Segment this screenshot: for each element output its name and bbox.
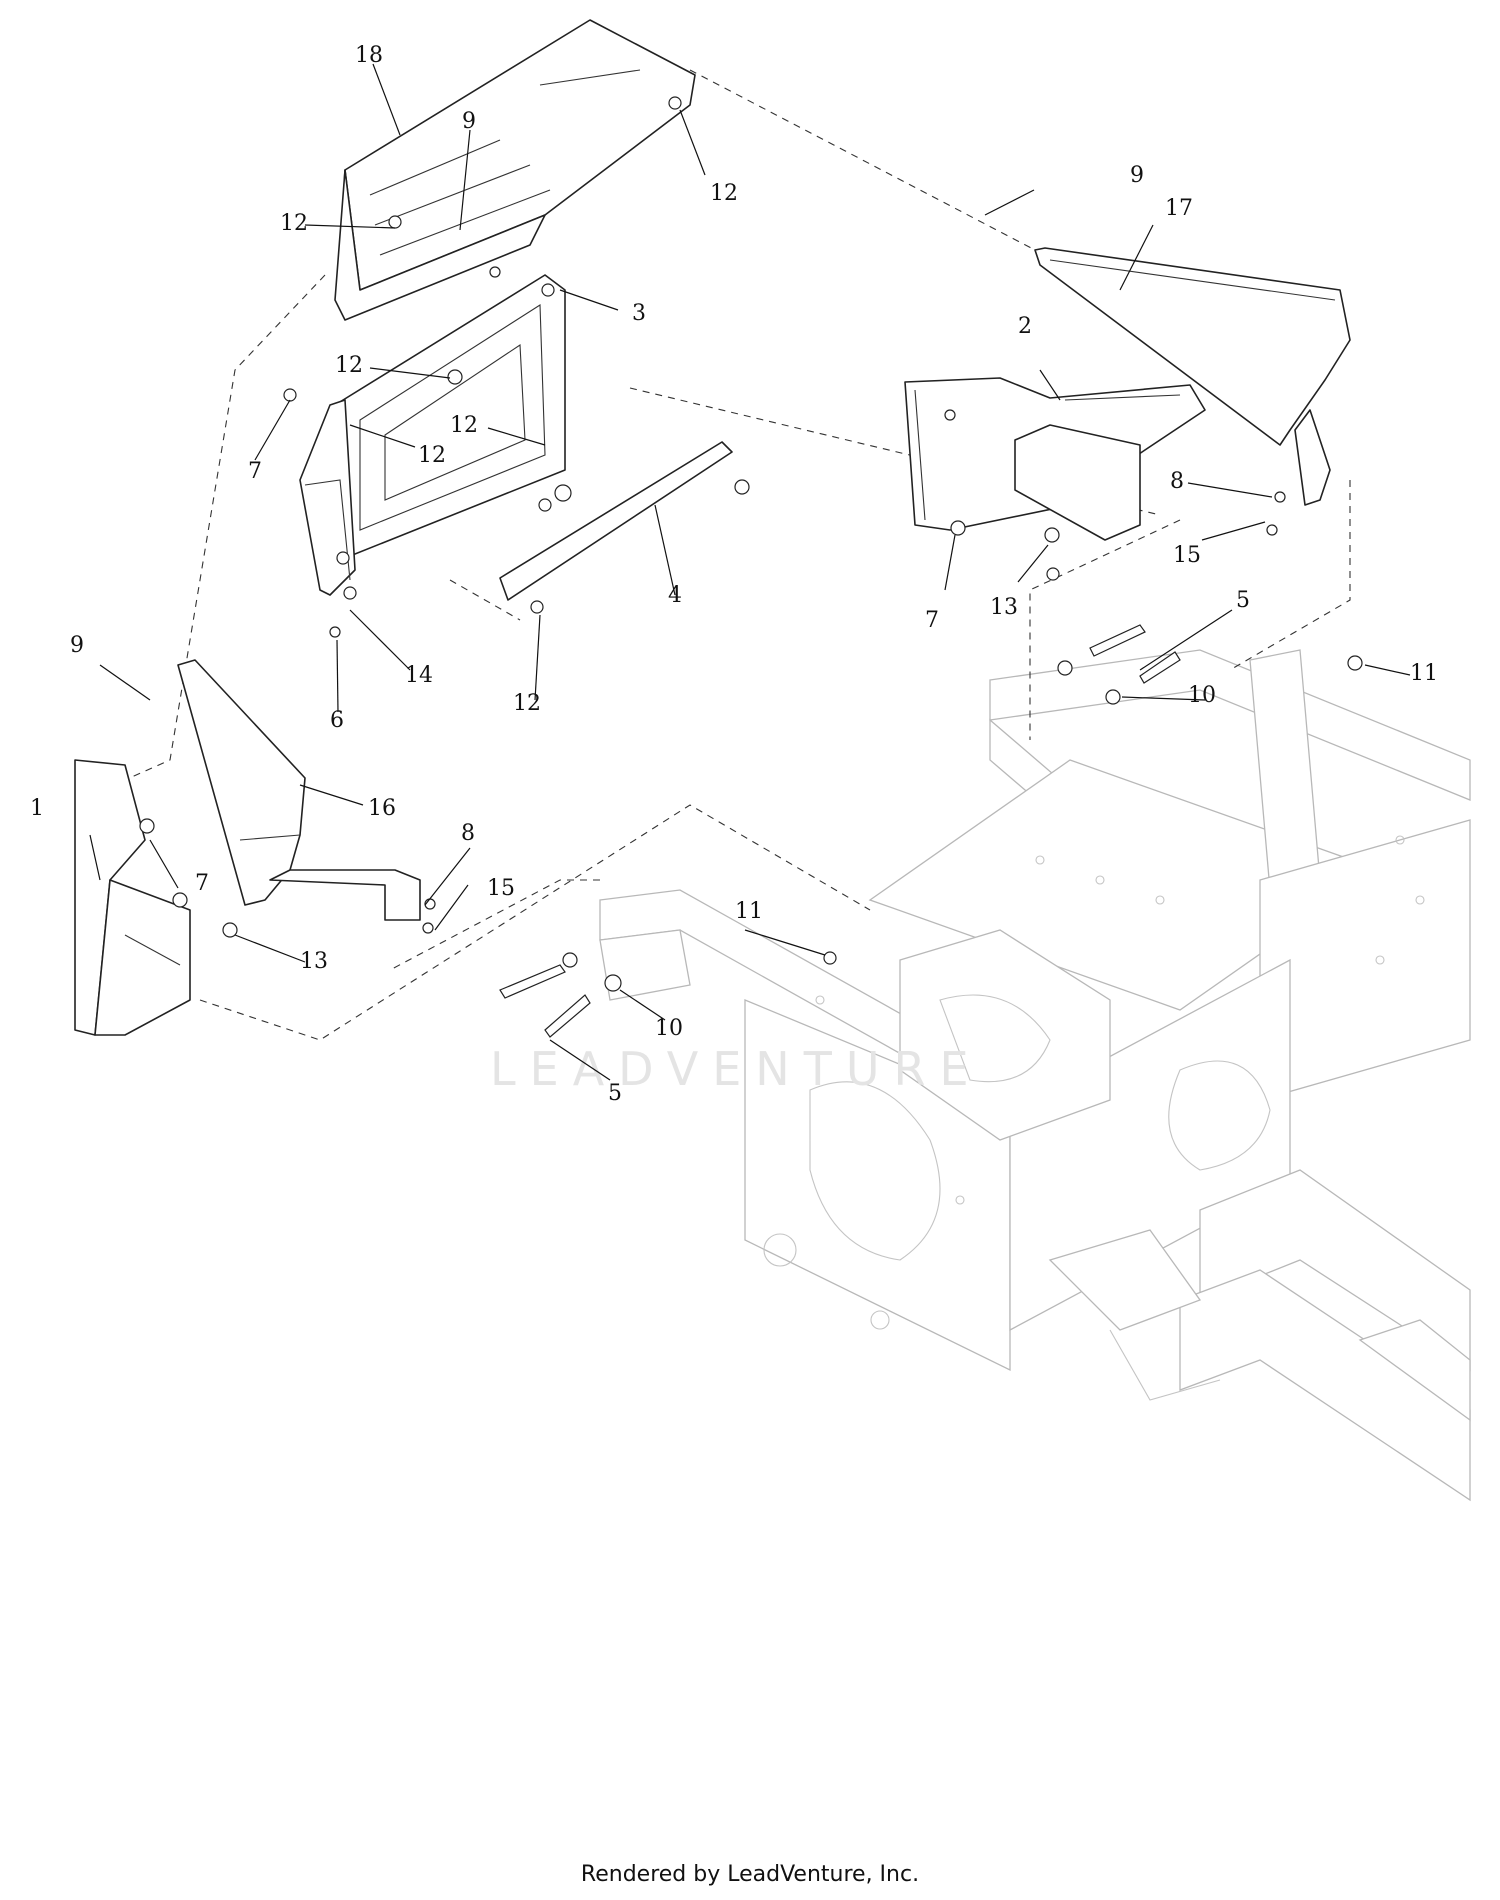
callout-4: 4 <box>668 583 682 608</box>
callout-18: 18 <box>355 43 383 68</box>
callout-9-right: 9 <box>1130 163 1144 188</box>
callout-7-right: 7 <box>925 608 939 633</box>
part-4-strap <box>499 441 750 614</box>
callout-16: 16 <box>368 796 396 821</box>
callout-17: 17 <box>1165 196 1193 221</box>
callout-7-bottom: 7 <box>195 871 209 896</box>
part-17-right-panel <box>1034 247 1351 536</box>
callout-12-top-right: 12 <box>710 181 738 206</box>
part-16-left-panel <box>177 659 436 934</box>
callout-12-bottom: 12 <box>513 691 541 716</box>
callout-6: 6 <box>330 708 344 733</box>
callout-2: 2 <box>1018 314 1032 339</box>
callout-13-left: 13 <box>300 949 328 974</box>
callout-15-right: 15 <box>1173 543 1201 568</box>
footer-credit: Rendered by LeadVenture, Inc. <box>580 1862 920 1887</box>
callout-14: 14 <box>405 663 433 688</box>
callout-12-mid-upper: 12 <box>335 353 363 378</box>
part-3-frame-plate <box>334 266 566 561</box>
part-frame-left-bracket <box>283 388 357 638</box>
callout-1: 1 <box>30 796 44 821</box>
callout-8-right: 8 <box>1170 469 1184 494</box>
callout-9-top: 9 <box>462 109 476 134</box>
part-5-bolts <box>499 624 1363 1038</box>
callout-10-mid: 10 <box>655 1016 683 1041</box>
callout-15-left: 15 <box>487 876 515 901</box>
callout-10-right: 10 <box>1188 683 1216 708</box>
part-1-left-bracket <box>74 759 238 1036</box>
callout-12-mid-left: 12 <box>418 443 446 468</box>
callout-12-top-left: 12 <box>280 211 308 236</box>
callout-11-mid: 11 <box>735 899 763 924</box>
callout-8-left: 8 <box>461 821 475 846</box>
part-18-top-tray <box>334 19 696 321</box>
callout-3: 3 <box>632 301 646 326</box>
callout-5-right: 5 <box>1236 588 1250 613</box>
callout-12-mid-lower: 12 <box>450 413 478 438</box>
callout-11-right: 11 <box>1410 661 1438 686</box>
leader-lines <box>89 63 1411 1081</box>
callout-7-left: 7 <box>248 459 262 484</box>
callout-9-left: 9 <box>70 633 84 658</box>
callout-13-right: 13 <box>990 595 1018 620</box>
chassis-frame: LEADVENTURE <box>490 649 1471 1502</box>
callouts: 18 9 12 12 3 12 12 12 7 4 9 17 2 8 15 7 … <box>30 43 1438 1106</box>
callout-5-mid: 5 <box>608 1081 622 1106</box>
part-2-right-bracket <box>904 377 1206 581</box>
watermark-text: LEADVENTURE <box>490 1042 983 1096</box>
